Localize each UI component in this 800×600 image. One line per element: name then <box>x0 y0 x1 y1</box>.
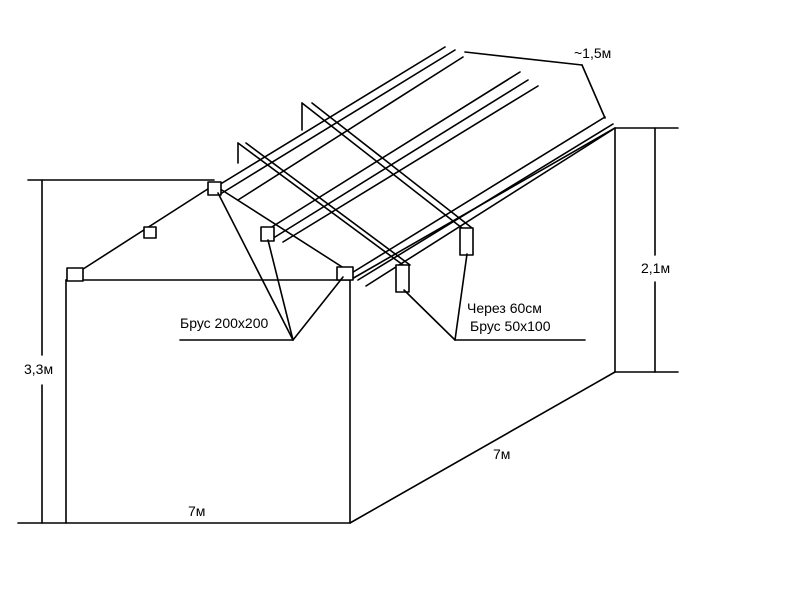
main-beam-leader <box>267 239 294 341</box>
rafter-leader <box>454 253 468 341</box>
right-height-label: 2,1м <box>641 260 670 276</box>
main-beam-label: Брус 200x200 <box>180 315 268 331</box>
rafter-line <box>266 71 521 231</box>
main-beam-end <box>207 181 222 196</box>
cross-beam-edge <box>245 142 411 266</box>
rafter-line <box>282 85 539 243</box>
main-beam-end <box>260 226 275 242</box>
front-gable <box>65 184 351 281</box>
roof-rafters <box>213 46 614 287</box>
rafter-leader <box>403 289 456 341</box>
leader-lines <box>179 51 606 341</box>
building-box <box>65 127 616 524</box>
rafter-line <box>221 49 456 194</box>
cross-beam-edge <box>311 102 473 229</box>
rafter-line <box>349 116 606 275</box>
gable-right-slope <box>213 184 351 273</box>
cross-beam-edge <box>237 142 404 266</box>
main-beam-end <box>66 267 84 282</box>
pitch-offset-label: ~1,5м <box>574 45 611 61</box>
cross-beams <box>237 102 474 293</box>
gable-left-slope <box>65 184 215 281</box>
rafter-section-label: Брус 50x100 <box>470 318 551 334</box>
cross-beam-edge <box>301 102 463 229</box>
cross-beam-end <box>459 227 474 256</box>
rafter-spacing-label: Через 60см <box>467 300 542 316</box>
cross-beam-end <box>395 264 410 293</box>
main-beam-leader <box>292 276 344 341</box>
side-length-label: 7м <box>493 446 510 462</box>
main-beam-ends <box>66 181 354 282</box>
pitch-leader <box>464 51 583 66</box>
pitch-leader <box>581 64 606 119</box>
front-width-label: 7м <box>188 503 205 519</box>
rafter-line <box>357 123 614 281</box>
left-height-label: 3,3м <box>24 361 53 377</box>
main-beam-leader <box>217 192 294 341</box>
main-beam-end <box>143 226 157 239</box>
rafter-line <box>274 79 529 238</box>
main-beam-end <box>336 266 354 281</box>
side-wall-bottom-edge <box>349 371 616 524</box>
dimension-labels: ~1,5м 2,1м 3,3м 7м 7м Брус 200x200 Через… <box>24 45 670 519</box>
rafter-line <box>365 129 613 287</box>
dimension-lines <box>17 127 679 524</box>
rafter-line <box>237 56 464 201</box>
